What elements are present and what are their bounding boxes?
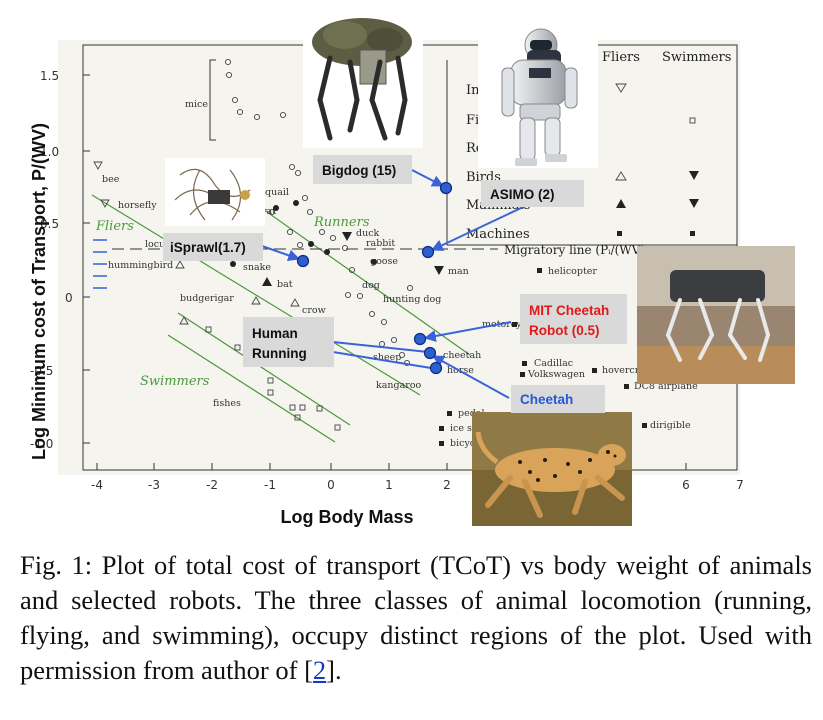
legend-box bbox=[446, 60, 737, 246]
animal-label: fishes bbox=[213, 398, 241, 409]
x-axis: -4 -3 -2 -1 0 1 2 6 7 bbox=[91, 463, 744, 492]
animal-label: pedal bbox=[458, 408, 485, 419]
animal-label: hummingbird bbox=[108, 260, 173, 271]
mit-cheetah-point bbox=[413, 332, 427, 346]
animal-label: Cadillac bbox=[534, 358, 573, 369]
isprawl-point bbox=[296, 254, 310, 268]
animal-label: dirigible bbox=[650, 420, 691, 431]
runners-region-label: Runners bbox=[313, 215, 370, 230]
human-callout-line1: Human bbox=[252, 326, 298, 341]
tcot-figure: 1.5 1.0 0.5 0 -0.5 -1.0 -4 -3 -2 -1 0 1 … bbox=[29, 8, 795, 527]
animal-label: motorcycle bbox=[482, 319, 536, 330]
fliers-line bbox=[91, 194, 421, 396]
animal-label: sheep bbox=[373, 352, 401, 363]
asimo-callout-box bbox=[481, 180, 584, 207]
mit-cheetah-callout-line2: Robot (0.5) bbox=[529, 323, 600, 338]
x-tick-label: 6 bbox=[682, 478, 690, 492]
caption-end: . bbox=[335, 655, 342, 685]
animal-label: locust bbox=[145, 239, 174, 250]
bigdog-photo bbox=[303, 8, 423, 148]
y-tick-label: 1.0 bbox=[40, 145, 59, 159]
y-tick-label: 0.5 bbox=[40, 217, 59, 231]
x-tick-label: 1 bbox=[385, 478, 393, 492]
trend-lines bbox=[91, 194, 471, 443]
animal-label: horsefly bbox=[118, 200, 157, 211]
legend-row: Machines bbox=[466, 227, 530, 242]
x-tick-label: -3 bbox=[148, 478, 160, 492]
animal-label: hovercraft bbox=[602, 365, 652, 376]
animal-label: crow bbox=[302, 305, 326, 316]
bigdog-point bbox=[439, 181, 453, 195]
x-tick-label: -2 bbox=[206, 478, 218, 492]
mit-cheetah-callout-line1: MIT Cheetah bbox=[529, 303, 609, 318]
animal-label: helicopter bbox=[548, 266, 597, 277]
animal-label: DC8 airplane bbox=[634, 381, 698, 392]
x-tick-label: 0 bbox=[327, 478, 335, 492]
animal-label: goose bbox=[370, 256, 398, 267]
y-tick-label: -0.5 bbox=[30, 364, 53, 378]
x-tick-label: -4 bbox=[91, 478, 103, 492]
x-tick-label: 2 bbox=[443, 478, 451, 492]
runners-line bbox=[249, 199, 471, 356]
migratory-line-label: Migratory line (Pᵢ/(WV) bbox=[504, 243, 645, 257]
isprawl-callout-box bbox=[163, 233, 263, 261]
human-point bbox=[429, 361, 443, 375]
y-tick-label: -1.0 bbox=[30, 437, 53, 451]
figure-caption: Fig. 1: Plot of total cost of transport … bbox=[20, 550, 812, 685]
human-callout-line2: Running bbox=[252, 346, 307, 361]
animal-label: bicycle bbox=[450, 438, 484, 449]
animal-label: snake bbox=[243, 262, 271, 273]
animal-label: kangaroo bbox=[376, 380, 422, 391]
swimmers-region-label: Swimmers bbox=[140, 374, 210, 389]
animal-label: cheetah bbox=[443, 350, 481, 361]
animal-label: rabbit bbox=[366, 238, 395, 249]
x-axis-title: Log Body Mass bbox=[280, 507, 413, 527]
mit-cheetah-robot-photo bbox=[637, 246, 795, 384]
x-tick-label: 7 bbox=[736, 478, 744, 492]
fliers-region-label: Fliers bbox=[95, 219, 134, 234]
isprawl-callout: iSprawl(1.7) bbox=[170, 240, 246, 255]
y-axis: 1.5 1.0 0.5 0 -0.5 -1.0 bbox=[30, 69, 90, 451]
mit-cheetah-callout-box bbox=[520, 294, 627, 344]
swimmers-line-lower bbox=[167, 334, 336, 443]
animal-label: bee bbox=[102, 174, 120, 185]
callout-arrows bbox=[261, 169, 539, 399]
y-tick-label: 0 bbox=[65, 291, 73, 305]
legend-header-fliers: Fliers bbox=[602, 50, 640, 65]
legend-header-swimmers: Swimmers bbox=[662, 50, 731, 65]
y-axis-title: Log Minimum cost of Transport, P/(WV) bbox=[29, 123, 49, 460]
x-tick-label: -1 bbox=[264, 478, 276, 492]
animal-label: bat bbox=[277, 279, 293, 290]
animal-label: budgerigar bbox=[180, 293, 234, 304]
animal-label: quail bbox=[265, 187, 289, 198]
human-callout-box bbox=[243, 317, 334, 367]
animal-label: Volkswagen bbox=[527, 369, 585, 380]
asimo-point bbox=[421, 245, 435, 259]
animal-label: dog bbox=[362, 280, 380, 291]
cheetah-callout: Cheetah bbox=[520, 392, 573, 407]
bigdog-callout-box bbox=[313, 155, 412, 184]
asimo-photo bbox=[478, 18, 598, 168]
isprawl-photo bbox=[165, 158, 265, 226]
cheetah-photo bbox=[472, 412, 632, 526]
reference-link[interactable]: 2 bbox=[312, 655, 327, 685]
flier-dashes bbox=[93, 239, 107, 289]
cheetah-callout-box bbox=[511, 385, 605, 413]
caption-text: Fig. 1: Plot of total cost of transport … bbox=[20, 550, 812, 685]
mice-bracket bbox=[209, 59, 216, 141]
y-tick-label: 1.5 bbox=[40, 69, 59, 83]
data-markers bbox=[93, 58, 696, 431]
animal-label: duck bbox=[356, 228, 380, 239]
asimo-callout: ASIMO (2) bbox=[490, 187, 555, 202]
animal-label: hunting dog bbox=[383, 294, 441, 305]
cheetah-point bbox=[423, 346, 437, 360]
bigdog-callout: Bigdog (15) bbox=[322, 163, 396, 178]
animal-label: man bbox=[448, 266, 469, 277]
robot-points bbox=[296, 181, 453, 375]
animal-label: mice bbox=[185, 99, 208, 110]
filled-markers bbox=[230, 171, 699, 446]
